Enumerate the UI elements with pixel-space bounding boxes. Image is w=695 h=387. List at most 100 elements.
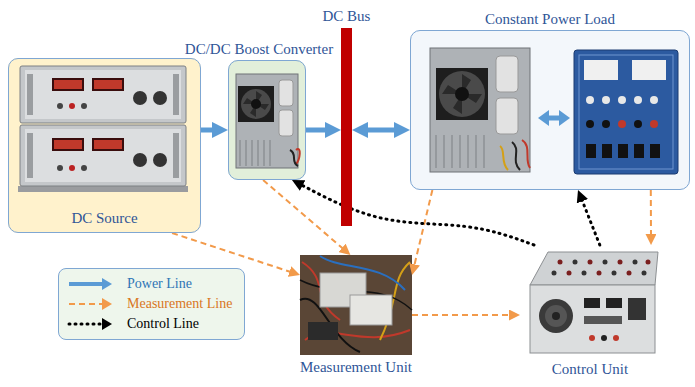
- boost-converter-picture: [236, 74, 300, 168]
- measurement-photo-part: [300, 255, 412, 355]
- control-unit-device-part: [601, 335, 607, 341]
- legend-sample-line: [69, 282, 103, 286]
- control-unit-device-part: [628, 298, 646, 320]
- control-unit-device-part: [552, 271, 557, 276]
- component-label: DC Source: [71, 209, 137, 227]
- control-unit-device-part: [552, 312, 560, 320]
- load-converter-picture-part: [476, 135, 477, 168]
- component-label: DC/DC Boost Converter: [185, 40, 333, 58]
- legend-sample-line: [69, 323, 103, 326]
- dc-source-instruments-part: [57, 103, 63, 109]
- control-unit-device-part: [558, 260, 563, 265]
- boost-converter-picture-part: [236, 74, 298, 168]
- legend-row: Power Line: [67, 274, 232, 294]
- control-unit-device-part: [642, 271, 647, 276]
- dc-source-instruments-part: [57, 165, 63, 171]
- legend-sample-head: [102, 298, 112, 310]
- bus-bar: DC Bus: [341, 28, 352, 226]
- boost-converter-picture-part: [279, 80, 293, 106]
- electronic-load-panel-part: [618, 144, 628, 158]
- legend-sample-line: [69, 303, 103, 305]
- control-unit-device-part: [597, 271, 602, 276]
- boost-converter-picture-part: [258, 140, 259, 166]
- dc-source-instruments-part: [92, 78, 124, 91]
- dc-source-instruments-part: [133, 91, 147, 105]
- electronic-load-panel-part: [634, 120, 642, 128]
- panel-fills-part: [228, 60, 306, 180]
- dc-source-instruments-part: [54, 140, 82, 149]
- electronic-load-panel-part: [586, 120, 594, 128]
- legend-box: Power LineMeasurement LineControl Line: [58, 268, 245, 340]
- electronic-load-panel-part: [586, 144, 596, 158]
- control-box: Control Unit: [520, 245, 660, 357]
- dc-source-instruments-part: [81, 165, 87, 171]
- dc-source-instruments-part: [27, 74, 33, 115]
- measurement-line: [412, 314, 515, 316]
- boost-converter-picture-part: [238, 86, 274, 122]
- electronic-load-panel-part: [602, 96, 610, 104]
- dc-source-instruments-part: [52, 78, 84, 91]
- dc-source-instruments-part: [153, 91, 167, 105]
- measurement-line: [263, 180, 347, 252]
- component-label: Constant Power Load: [485, 10, 615, 28]
- label-slot: DC Bus: [323, 7, 371, 25]
- boost-converter-picture-part: [240, 140, 241, 166]
- control-unit-device-part: [530, 285, 655, 353]
- legend-sample: [67, 297, 113, 311]
- electronic-load-panel-part: [650, 96, 658, 104]
- electronic-load-panel-part: [634, 96, 642, 104]
- electronic-load-panel-part: [586, 96, 594, 104]
- dc-source-instruments-part: [20, 66, 186, 123]
- control-unit-device-part: [582, 271, 587, 276]
- boost-converter-picture-part: [252, 140, 253, 166]
- load-converter-picture-part: [460, 135, 461, 168]
- label-slot: Constant Power Load: [485, 10, 615, 28]
- control-unit-device-part: [530, 252, 658, 285]
- measurement-box: Measurement Unit: [300, 255, 412, 355]
- internal-power-arrow-part: [559, 110, 570, 126]
- legend-sample: [67, 317, 113, 331]
- load-converter-picture-part: [442, 74, 482, 114]
- panel-fills-part: [410, 30, 690, 190]
- load-converter-picture-part: [496, 98, 518, 134]
- legend-row: Measurement Line: [67, 294, 232, 314]
- load-converter-picture-part: [439, 71, 485, 117]
- internal-power-arrow-part: [547, 116, 561, 121]
- dc-source-instruments-part: [173, 74, 179, 115]
- load-converter-picture-part: [496, 56, 518, 92]
- label-slot: DC Source: [9, 209, 200, 227]
- power-line: [201, 127, 220, 132]
- measurement-photo-part: [350, 295, 392, 325]
- control-unit-device: [530, 252, 658, 353]
- control-unit-device-part: [589, 335, 595, 341]
- power-line: [360, 127, 402, 132]
- dc-source-instruments-part: [153, 153, 167, 167]
- load-converter-picture-part: [484, 135, 485, 168]
- dc-source-instruments-part: [69, 103, 75, 109]
- load-converter-picture-part: [444, 135, 445, 168]
- electronic-load-panel-part: [584, 60, 618, 80]
- dc-source-instruments-part: [54, 80, 82, 89]
- load-converter-picture-part: [522, 140, 530, 168]
- legend-sample: [67, 277, 113, 291]
- dc-source-instruments-part: [25, 70, 181, 119]
- dc-source-instruments-part: [27, 133, 33, 178]
- converter-box: DC/DC Boost Converter: [228, 60, 306, 180]
- panel-fills-part: [8, 58, 201, 233]
- electronic-load-panel-part: [579, 55, 673, 169]
- control-line: [580, 195, 600, 245]
- boost-converter-picture-part: [279, 110, 293, 136]
- electronic-load-panel: [574, 50, 678, 174]
- legend-row: Control Line: [67, 314, 232, 334]
- dc-source-instruments-part: [18, 186, 188, 192]
- control-unit-device-part: [606, 298, 622, 308]
- load-panel: Constant Power Load: [410, 30, 690, 190]
- dc-source-instruments-part: [52, 138, 84, 151]
- electronic-load-panel-part: [634, 144, 644, 158]
- boost-converter-picture-part: [296, 149, 300, 164]
- legend-text: Power Line: [127, 275, 192, 293]
- control-unit-device-part: [633, 260, 638, 265]
- legend-text: Measurement Line: [127, 295, 232, 313]
- power-line: [306, 127, 333, 132]
